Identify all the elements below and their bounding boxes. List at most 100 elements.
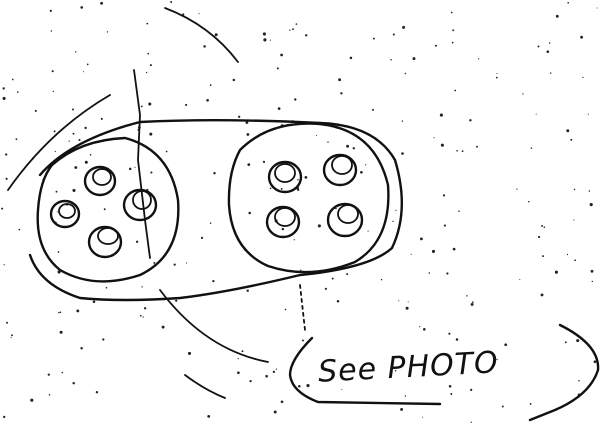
scan-speck [186, 262, 187, 263]
scan-speck [530, 403, 532, 405]
pin-right-tl [269, 162, 301, 192]
scan-speck [346, 145, 349, 148]
scan-speck [365, 164, 366, 165]
scan-speck [140, 315, 142, 317]
top-arc-stroke [165, 8, 238, 62]
scan-speck [198, 13, 199, 14]
scan-speck [542, 255, 544, 257]
scan-speck [452, 42, 454, 44]
scan-speck [247, 163, 250, 166]
scan-speck [449, 385, 452, 388]
scan-speck [565, 341, 567, 343]
scan-speck [80, 347, 82, 349]
scan-speck [435, 45, 437, 47]
scan-speck [327, 141, 328, 142]
scan-speck [57, 211, 58, 212]
scan-speck [72, 382, 74, 384]
scan-speck [519, 279, 520, 280]
scan-speck [270, 188, 272, 190]
scan-speck [18, 229, 20, 231]
scan-speck [76, 309, 79, 312]
scan-speck [402, 120, 403, 121]
scan-speck [212, 280, 214, 282]
scan-speck [318, 224, 321, 227]
scan-speck [544, 226, 546, 228]
scan-speck [185, 104, 187, 106]
scan-speck [265, 375, 268, 378]
scan-speck [150, 64, 152, 66]
scan-speck [285, 309, 287, 311]
scan-speck [107, 31, 108, 32]
scan-speck [567, 2, 569, 4]
scan-speck [576, 339, 579, 342]
scan-speck [3, 97, 6, 100]
scan-speck [134, 167, 135, 168]
scan-speck [453, 248, 456, 251]
scan-speck [270, 40, 271, 41]
scan-speck [101, 118, 103, 120]
scan-speck [35, 110, 37, 112]
scan-speck [462, 150, 464, 152]
scan-speck [146, 72, 147, 73]
scan-speck [55, 151, 56, 152]
scan-speck [49, 394, 51, 396]
scan-speck [102, 338, 104, 340]
scan-speck [305, 34, 307, 36]
scan-speck [106, 287, 108, 289]
scan-speck [56, 191, 58, 193]
scan-speck [206, 99, 209, 102]
scan-speck [166, 151, 168, 153]
scan-speck [413, 57, 416, 60]
connector-right [229, 124, 388, 273]
pin-right-tl-inner [275, 164, 295, 182]
scan-speck [440, 114, 443, 117]
scan-speck [550, 72, 551, 73]
scan-speck [372, 109, 374, 111]
scan-speck [96, 391, 98, 393]
scan-speck [590, 203, 593, 206]
pin-left-mid-inner [59, 204, 75, 218]
scan-speck [443, 194, 445, 196]
scan-speck [52, 70, 54, 72]
scan-speck [247, 133, 250, 136]
scan-speck [238, 358, 239, 359]
scan-speck [60, 331, 63, 334]
scan-speck [5, 153, 7, 155]
scan-speck [536, 114, 537, 115]
scan-speck [589, 190, 591, 192]
scan-speck [567, 254, 568, 255]
scan-speck [392, 221, 393, 222]
scan-speck [451, 12, 453, 14]
scan-speck [340, 92, 342, 94]
scan-speck [3, 416, 5, 418]
scan-speck [456, 338, 459, 341]
scan-speck [405, 395, 406, 396]
scan-speck [504, 343, 507, 346]
scan-speck [446, 272, 448, 274]
scan-speck [466, 295, 467, 296]
lower-swoop [185, 375, 225, 398]
scan-speck [210, 84, 212, 86]
scan-speck [263, 32, 266, 35]
scan-speck [4, 264, 5, 265]
scan-speck [556, 15, 559, 18]
scan-speck [292, 28, 294, 30]
scan-speck [400, 408, 403, 411]
scan-speck [75, 51, 76, 52]
scan-speck [594, 360, 597, 363]
scan-speck [175, 300, 177, 302]
scan-speck [588, 114, 589, 115]
scan-speck [50, 10, 52, 12]
scan-speck [249, 380, 251, 382]
scan-speck [16, 138, 18, 140]
scan-speck [149, 133, 152, 136]
scan-speck [297, 179, 299, 181]
scan-speck [136, 241, 138, 243]
scan-speck [237, 371, 240, 374]
scan-speck [90, 154, 92, 156]
scan-speck [448, 333, 450, 335]
scan-speck [263, 38, 266, 41]
scan-speck [597, 7, 598, 8]
scan-speck [538, 46, 540, 48]
scan-speck [174, 264, 176, 266]
